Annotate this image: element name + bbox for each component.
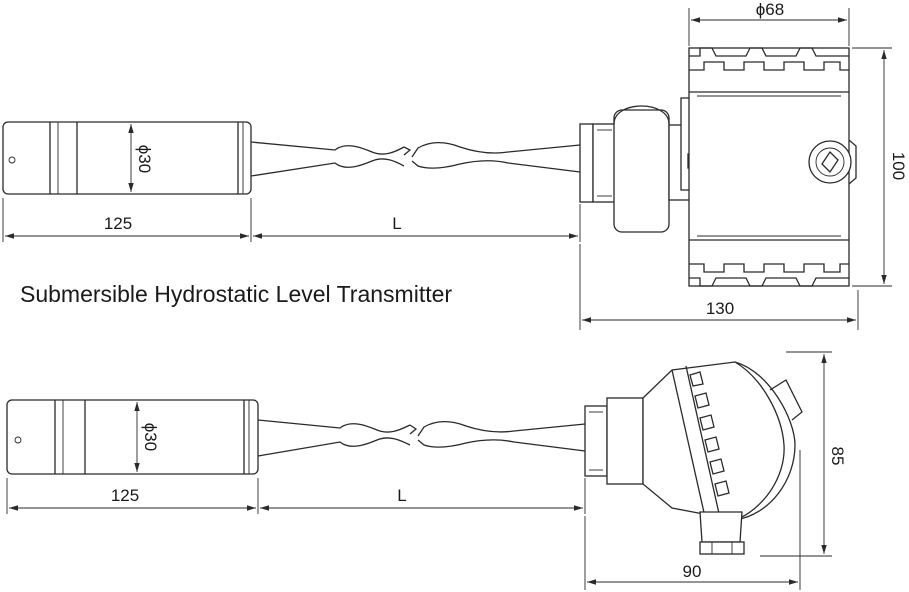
bottom-probe-diameter-label: ϕ30 xyxy=(141,423,160,451)
bottom-head xyxy=(584,361,803,555)
top-housing xyxy=(579,47,857,287)
bottom-cable xyxy=(257,419,586,457)
top-cable xyxy=(250,141,581,177)
top-probe-length-label: 125 xyxy=(104,214,132,233)
top-housing-diameter-label: ϕ68 xyxy=(756,0,784,19)
top-cable-length-label: L xyxy=(392,214,401,233)
top-probe-diameter-label: ϕ30 xyxy=(135,145,154,173)
top-housing-height-label: 100 xyxy=(889,152,908,180)
bottom-head-height-label: 85 xyxy=(828,447,847,466)
bottom-head-length-label: 90 xyxy=(683,562,702,581)
diagram-title: Submersible Hydrostatic Level Transmitte… xyxy=(20,281,453,307)
bottom-cable-length-label: L xyxy=(397,486,406,505)
bottom-probe-length-label: 125 xyxy=(111,486,139,505)
bottom-probe xyxy=(6,399,259,475)
bottom-dimensions: ϕ30 125 L 85 90 xyxy=(6,351,847,590)
top-housing-length-label: 130 xyxy=(706,299,734,318)
top-dimensions: ϕ30 125 L ϕ68 100 130 xyxy=(2,0,908,330)
top-probe xyxy=(2,121,252,195)
